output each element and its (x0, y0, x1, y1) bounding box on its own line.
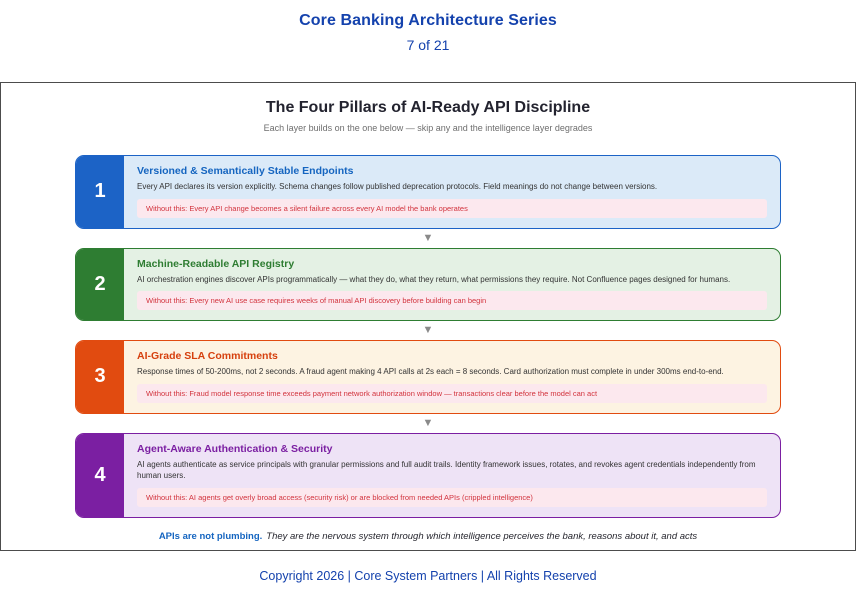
pillar-4-content: Agent-Aware Authentication & Security AI… (124, 434, 780, 517)
copyright-footer: Copyright 2026 | Core System Partners | … (259, 569, 597, 583)
pillar-3-content: AI-Grade SLA Commitments Response times … (124, 341, 780, 413)
footnote-lead: APIs are not plumbing. (158, 530, 263, 542)
pillar-2-number-badge: 2 (76, 248, 124, 321)
page-indicator: 7 of 21 (406, 37, 450, 53)
down-arrow-icon: ▼ (422, 416, 434, 429)
pillar-2-content: Machine-Readable API Registry AI orchest… (124, 249, 780, 321)
pillar-4-title: Agent-Aware Authentication & Security (137, 442, 333, 455)
main-panel: The Four Pillars of AI-Ready API Discipl… (0, 82, 856, 551)
pillar-3-sla-commitments: 3 AI-Grade SLA Commitments Response time… (75, 340, 781, 414)
pillar-4-number-badge: 4 (76, 433, 124, 517)
pillar-4-description: AI agents authenticate as service princi… (137, 459, 756, 481)
pillar-2-description: AI orchestration engines discover APIs p… (137, 274, 731, 284)
pillar-4-agent-auth-security: 4 Agent-Aware Authentication & Security … (75, 432, 781, 518)
pillar-1-content: Versioned & Semantically Stable Endpoint… (124, 156, 780, 228)
pillar-4-warning: Without this: AI agents get overly broad… (137, 487, 767, 507)
series-header: Core Banking Architecture Series 7 of 21 (0, 0, 856, 53)
pillar-1-description: Every API declares its version explicitl… (137, 182, 658, 191)
pillar-3-description: Response times of 50-200ms, not 2 second… (137, 367, 724, 377)
pillar-1-versioned-endpoints: 1 Versioned & Semantically Stable Endpoi… (75, 155, 781, 229)
page-subtitle: Each layer builds on the one below — ski… (263, 123, 593, 133)
footnote: APIs are not plumbing.They are the nervo… (1, 531, 855, 542)
pillar-1-title: Versioned & Semantically Stable Endpoint… (137, 165, 354, 177)
page-title: The Four Pillars of AI-Ready API Discipl… (265, 99, 591, 116)
pillar-1-warning: Without this: Every API change becomes a… (137, 198, 767, 218)
pillar-2-warning: Without this: Every new AI use case requ… (137, 291, 767, 311)
pillar-1-number-badge: 1 (76, 156, 124, 228)
series-title: Core Banking Architecture Series (299, 12, 557, 29)
pillar-3-number-badge: 3 (76, 341, 124, 413)
footnote-rest: They are the nervous system through whic… (266, 530, 698, 542)
pillar-3-title: AI-Grade SLA Commitments (137, 350, 278, 363)
down-arrow-icon: ▼ (422, 324, 434, 337)
pillar-3-warning: Without this: Fraud model response time … (137, 383, 767, 403)
pillar-2-title: Machine-Readable API Registry (137, 257, 295, 270)
down-arrow-icon: ▼ (422, 231, 434, 244)
pillar-2-api-registry: 2 Machine-Readable API Registry AI orche… (75, 247, 781, 322)
